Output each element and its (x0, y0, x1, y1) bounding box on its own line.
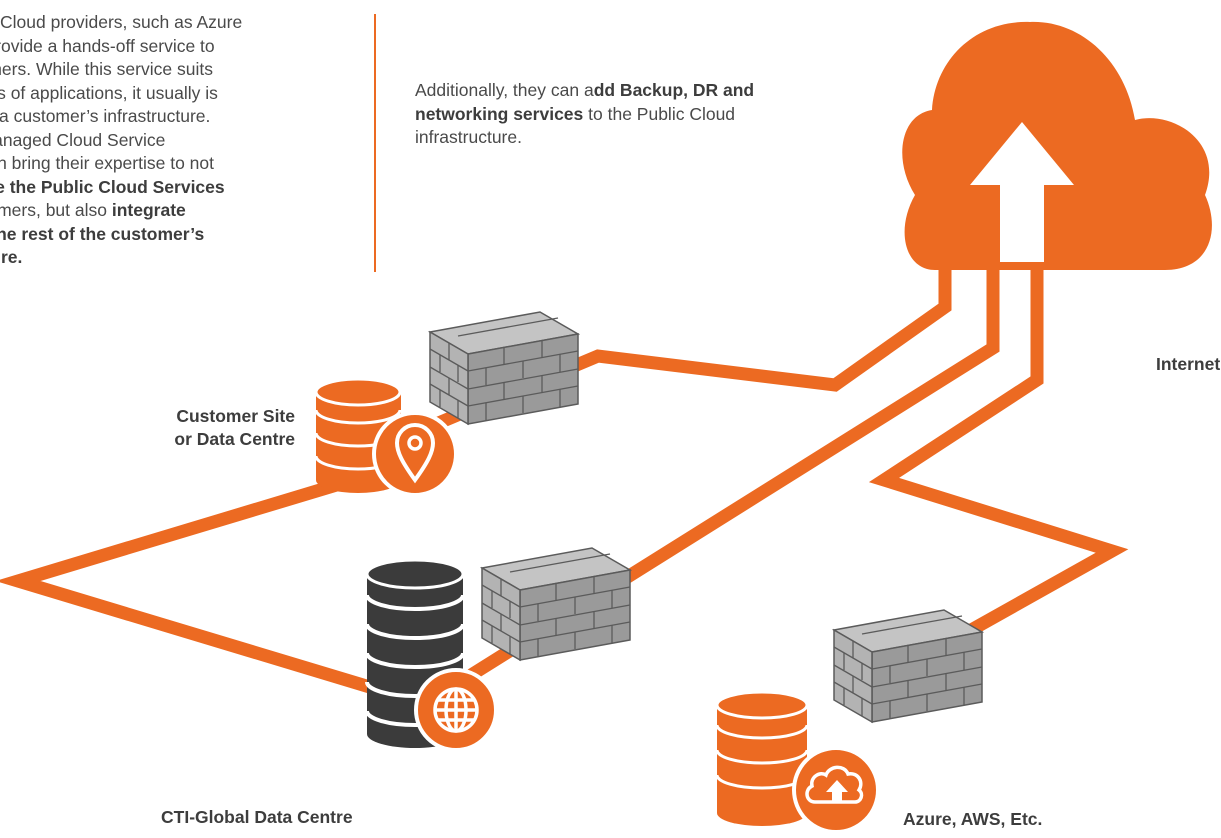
cti-data-centre-label: CTI-Global Data Centre (161, 807, 353, 827)
link-cti-to-cloud (456, 270, 1000, 688)
cloud-upload-icon (902, 21, 1212, 271)
azure-aws-label: Azure, AWS, Etc. (903, 809, 1043, 829)
azure-database-icon (715, 690, 809, 826)
link-azure-to-cloud (868, 270, 1129, 686)
globe-icon (414, 668, 498, 752)
firewall-icon (833, 609, 983, 723)
intro-paragraph-left: Cloud providers, such as AzureS, provide… (0, 12, 243, 267)
firewall-icon (429, 311, 579, 425)
link-customer-to-cti (0, 467, 375, 695)
divider-line (374, 14, 376, 272)
firewall-icon (481, 547, 631, 661)
internet-label: Internet (1156, 354, 1221, 374)
intro-paragraph-right: Additionally, they can add Backup, DR an… (415, 80, 755, 147)
cloud-upload-small-icon (792, 746, 880, 834)
location-pin-icon (372, 411, 458, 497)
